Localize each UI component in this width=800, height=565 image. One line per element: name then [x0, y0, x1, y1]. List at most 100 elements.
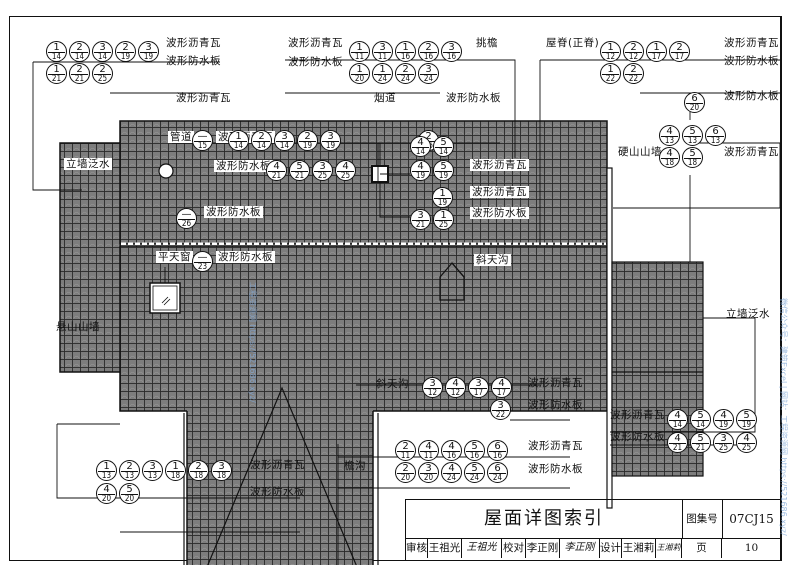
divider-line	[121, 494, 138, 495]
label-eave-gutter: 檐沟	[344, 460, 366, 472]
sheet-number: 13	[147, 471, 158, 481]
sheet-number: 21	[51, 74, 62, 84]
label-waterproof-board-br: 波形防水板	[610, 431, 665, 443]
sheet-number: 17	[674, 52, 685, 62]
divider-line	[648, 52, 665, 53]
divider-line	[397, 473, 414, 474]
sheet-number: 25	[718, 443, 729, 453]
pipe	[158, 163, 174, 179]
detail-number: 3	[475, 378, 482, 389]
detail-number: 4	[342, 161, 349, 172]
detail-number: 5	[697, 410, 704, 421]
signoff-row: 审核 王祖光 王祖光 校对 李正刚 李正刚 设计 王湘莉 王湘莉 页 10	[406, 538, 781, 558]
design-signature: 王湘莉	[656, 538, 682, 558]
label-skylight: 平天窗	[156, 251, 193, 263]
sheet-number: 20	[124, 494, 135, 504]
atlas-number-label: 图集号	[682, 500, 723, 539]
sheet-number: 21	[415, 220, 426, 230]
divider-line	[337, 171, 354, 172]
detail-number: 5	[296, 161, 303, 172]
detail-number: 3	[417, 210, 424, 221]
detail-number: 4	[103, 484, 110, 495]
divider-line	[684, 136, 701, 137]
label-asphalt-tile-tl: 波形沥青瓦	[166, 37, 221, 49]
detail-number: 2	[195, 461, 202, 472]
sheet-number: 11	[354, 52, 365, 62]
label-asphalt-tile-gutter: 波形沥青瓦	[528, 440, 583, 452]
detail-number: 5	[440, 161, 447, 172]
divider-line	[412, 171, 429, 172]
sheet-number: 24	[400, 74, 411, 84]
label-waterproof-board-ridge: 波形防水板	[724, 55, 779, 67]
sheet-number: 16	[446, 52, 457, 62]
divider-line	[466, 473, 483, 474]
divider-line	[94, 74, 111, 75]
detail-number: 1	[356, 64, 363, 75]
detail-number: 2	[76, 42, 83, 53]
sheet-number: 12	[450, 388, 461, 398]
sheet-number: 12	[427, 388, 438, 398]
sheet-number: 24	[377, 74, 388, 84]
detail-number: 1	[53, 64, 60, 75]
divider-line	[434, 198, 451, 199]
divider-line	[489, 473, 506, 474]
sheet-number: 19	[718, 420, 729, 430]
detail-number: 2	[630, 42, 637, 53]
sheet-number: 23	[197, 262, 208, 272]
sheet-number: 24	[423, 74, 434, 84]
divider-line	[351, 52, 368, 53]
sheet-number: 14	[97, 52, 108, 62]
divider-line	[424, 388, 441, 389]
sheet-number: 14	[415, 147, 426, 157]
divider-line	[492, 410, 509, 411]
detail-number: 2	[402, 64, 409, 75]
detail-number: 4	[417, 161, 424, 172]
divider-line	[98, 494, 115, 495]
detail-number: 6	[691, 93, 698, 104]
divider-line	[443, 473, 460, 474]
divider-line	[707, 136, 724, 137]
detail-number: 2	[676, 42, 683, 53]
sheet-number: 21	[74, 74, 85, 84]
divider-line	[686, 103, 703, 104]
detail-number: 1	[103, 461, 110, 472]
binding-edge	[780, 16, 782, 561]
detail-number: 2	[126, 461, 133, 472]
detail-number: 3	[379, 42, 386, 53]
detail-number: 3	[218, 461, 225, 472]
divider-line	[443, 451, 460, 452]
label-valley-lower: 斜天沟	[376, 378, 409, 390]
divider-line	[167, 471, 184, 472]
detail-number: 4	[498, 378, 505, 389]
detail-number: 4	[425, 441, 432, 452]
sheet-number: 19	[415, 171, 426, 181]
sheet-number: 18	[687, 158, 698, 168]
label-waterproof-board-chimney-b: 波形防水板	[470, 207, 529, 219]
detail-number: 4	[666, 126, 673, 137]
sheet-number: 13	[710, 136, 721, 146]
